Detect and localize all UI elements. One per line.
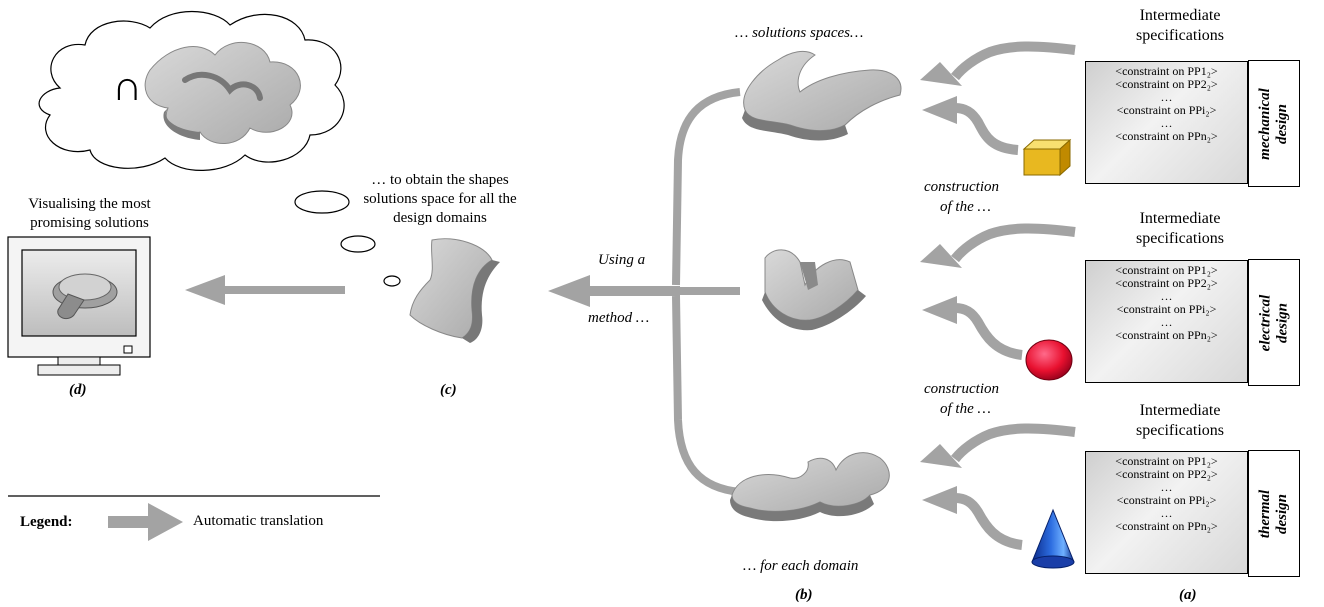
panel-label-a: (a) [1179, 587, 1197, 603]
spec-header-2b: specifications [1136, 230, 1224, 247]
constraint-item: <constraint on PPn₂> [1115, 519, 1218, 533]
cloud-symbol: ∩ [112, 64, 143, 110]
cone-icon [1031, 508, 1075, 569]
solution-shape-thermal [730, 452, 890, 522]
branch-arrow-top [672, 88, 741, 286]
solution-shape-mechanical [742, 50, 902, 141]
obtain-caption: … to obtain the shapes solutions space f… [363, 172, 517, 226]
constraint-item: … [1160, 506, 1173, 520]
spec-header-3a: Intermediate [1139, 402, 1221, 419]
thought-bubble-medium [340, 235, 376, 253]
constraint-item: <constraint on PPn₂> [1115, 328, 1218, 342]
spec-arrows-mechanical [920, 41, 1076, 155]
constraint-item: <constraint on PPi₂> [1116, 493, 1217, 507]
construction-label-2b: of the … [940, 401, 991, 417]
panel-label-d: (d) [69, 382, 87, 398]
constraint-item: <constraint on PP1₂> [1115, 263, 1218, 277]
legend-title: Legend: [20, 514, 73, 530]
constraint-item: <constraint on PP2₂> [1115, 276, 1218, 290]
arrow-method [548, 275, 680, 307]
thought-bubble-small [383, 275, 401, 287]
constraint-item: … [1160, 90, 1173, 104]
constraint-item: … [1160, 480, 1173, 494]
constraint-item: … [1160, 315, 1173, 329]
legend-arrow-icon [108, 503, 183, 541]
construction-label-1a: construction [924, 179, 999, 195]
using-a-label: Using a [598, 252, 646, 268]
monitor-caption: Visualising the most promising solutions [28, 196, 151, 231]
spec-arrows-electrical [920, 223, 1076, 360]
monitor-icon [7, 236, 151, 376]
thought-bubble-large [294, 190, 350, 214]
constraint-list-electrical: <constraint on PP1₂> <constraint on PP2₂… [1085, 260, 1248, 383]
spec-arrows-thermal [920, 423, 1076, 550]
constraint-item: <constraint on PP2₂> [1115, 77, 1218, 91]
constraint-item: … [1160, 116, 1173, 130]
constraint-item: <constraint on PP1₂> [1115, 454, 1218, 468]
constraint-list-thermal: <constraint on PP1₂> <constraint on PP2₂… [1085, 451, 1248, 574]
method-label: method … [588, 310, 650, 326]
spec-header-2a: Intermediate [1139, 210, 1221, 227]
solution-shape-electrical [762, 249, 866, 331]
spec-header-1b: specifications [1136, 27, 1224, 44]
constraint-list-mechanical: <constraint on PP1₂> <constraint on PP2₂… [1085, 61, 1248, 184]
construction-label-2a: construction [924, 381, 999, 397]
sphere-icon [1025, 339, 1073, 381]
legend-text: Automatic translation [193, 513, 324, 529]
arrow-to-monitor [185, 275, 345, 305]
branch-arrow-bottom [672, 295, 741, 496]
construction-label-1b: of the … [940, 199, 991, 215]
for-each-domain-label: … for each domain [743, 558, 859, 574]
constraint-item: <constraint on PPi₂> [1116, 302, 1217, 316]
cube-icon [1022, 138, 1072, 177]
panel-label-c: (c) [440, 382, 457, 398]
solutions-spaces-label: … solutions spaces… [735, 25, 864, 41]
constraint-item: … [1160, 289, 1173, 303]
constraint-item: <constraint on PP1₂> [1115, 64, 1218, 78]
spec-header-1a: Intermediate [1139, 7, 1221, 24]
shape-c [409, 238, 500, 343]
constraint-item: <constraint on PPi₂> [1116, 103, 1217, 117]
constraint-item: <constraint on PPn₂> [1115, 129, 1218, 143]
panel-label-b: (b) [795, 587, 813, 603]
constraint-item: <constraint on PP2₂> [1115, 467, 1218, 481]
spec-header-3b: specifications [1136, 422, 1224, 439]
